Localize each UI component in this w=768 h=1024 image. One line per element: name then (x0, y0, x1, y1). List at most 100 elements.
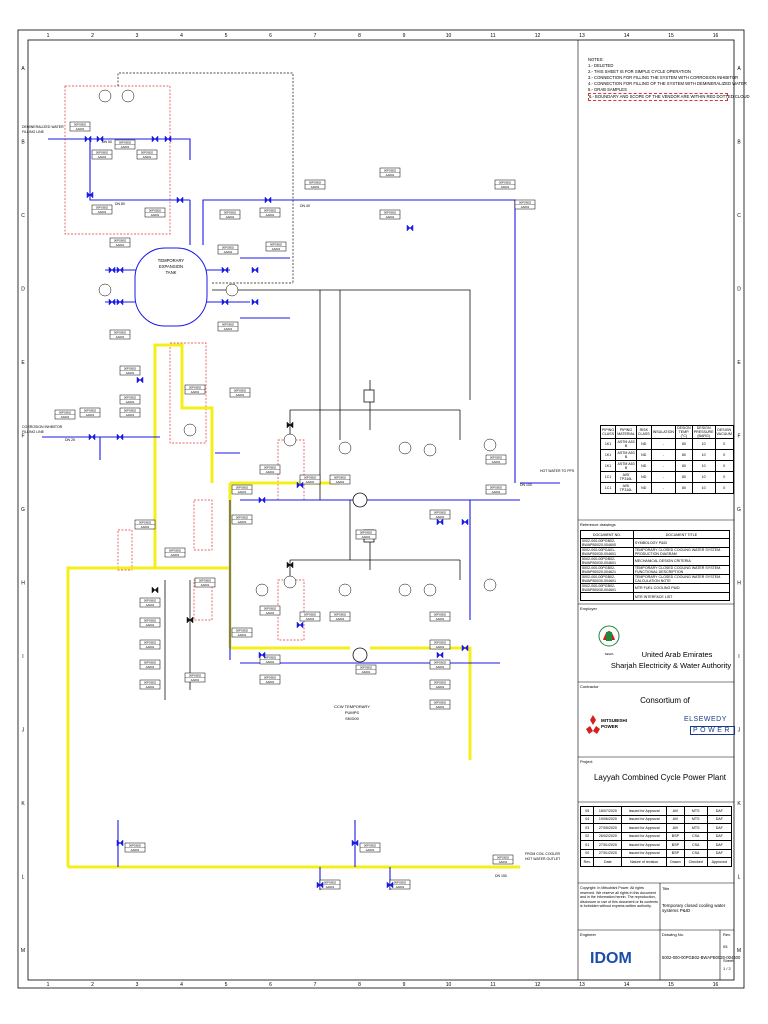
grid-col-bottom-12: 12 (535, 982, 541, 988)
piping-table-cell: 80 (674, 471, 693, 483)
inlet-label-2: FILLING LINE (22, 130, 45, 134)
instrument-tag-code: 00PGB02 (360, 666, 373, 670)
employer-label: Employer (580, 606, 597, 611)
reference-doc-title: TEMPORARY CLOSED COOLING WATER SYSTEM. P… (632, 547, 731, 557)
reference-doc-no: 5002-000-00PGB02-BWAPB0030-004601 (580, 574, 634, 584)
grid-column-labels: 1122334455667788991010111112121313141415… (47, 33, 719, 988)
grid-row-right-E: E (737, 360, 741, 366)
grid-col-bottom-13: 13 (579, 982, 585, 988)
vendor-cloud-top-left (64, 85, 171, 235)
grid-col-bottom-11: 11 (490, 982, 495, 988)
revision-cell: 01 (579, 840, 595, 850)
piping-class-table: PIPING CLASS PIPING MATERIAL RISK CLASS … (599, 425, 734, 494)
instrument-tag-sub: AA001 (362, 535, 371, 539)
pump-area-label-2: PUMPS (345, 710, 360, 715)
inhibitor-label-1: CORROSION INHIBITOR (22, 425, 63, 429)
revision-cell: DAF (706, 823, 733, 833)
instrument-tag-code: 00PGB02 (144, 641, 157, 645)
grid-col-top-3: 3 (136, 33, 139, 39)
return-label-2: HOT WATER OUTLET (525, 857, 561, 861)
th-design-vacuum: DESIGN VACUUM (714, 425, 734, 439)
rev-h-rev: Rev. (579, 857, 595, 867)
instrument-tag-sub: AA001 (146, 685, 155, 689)
valve-icon (351, 839, 359, 847)
instrument-tag-sub: AA001 (61, 415, 70, 419)
instrument-tag-sub: AA001 (98, 210, 107, 214)
grid-col-bottom-16: 16 (713, 982, 719, 988)
instrument-bubble (398, 583, 412, 597)
reference-doc-title: MTR INTERFACE LIST (632, 592, 731, 601)
ref-header-no: DOCUMENT NO. (580, 530, 634, 539)
th-design-temp: DESIGN TEMP. (°C) (674, 425, 693, 439)
valve-icon (84, 135, 92, 143)
mitsubishi-line1: MITSUBISHI (601, 718, 628, 723)
reference-row: MTR INTERFACE LIST (580, 592, 731, 601)
instrument-tag-code: 00PGB02 (490, 456, 503, 460)
instrument-tag-sub: AA001 (238, 490, 247, 494)
valve-icon (258, 496, 266, 504)
revision-cell: Issued for Approval (621, 814, 668, 824)
instrument-bubble (283, 575, 297, 589)
grid-row-left-J: J (22, 728, 25, 734)
line-size-dn150: DN 150 (495, 874, 507, 878)
instrument-tag-sub: AA001 (151, 213, 160, 217)
instrument-tag-code: 00PGB02 (334, 613, 347, 617)
instrument-tag-code: 00PGB02 (324, 881, 337, 885)
instrument-tag-code: 00PGB02 (144, 681, 157, 685)
instrument-tag-code: 00PGB02 (434, 641, 447, 645)
piping-table-cell: 1K1 (599, 460, 617, 472)
valve-icon (316, 881, 324, 889)
instrument-tag-code: 00PGB02 (129, 844, 142, 848)
grid-row-right-J: J (738, 728, 741, 734)
piping-table-cell: - (650, 471, 676, 483)
grid-col-bottom-6: 6 (269, 982, 272, 988)
grid-col-top-11: 11 (490, 33, 495, 39)
mitsubishi-logo (586, 715, 600, 734)
revision-cell: AVI (666, 823, 685, 833)
drawing-number: 5002-000-00PGB02-BWAPB0030-004600 (662, 955, 741, 960)
piping-table-cell: 0 (714, 482, 734, 494)
grid-row-right-A: A (737, 66, 741, 72)
note-line-2: 2.- THIS SHEET IS FOR SIMPLE CYCLE OPERA… (588, 69, 691, 74)
elsewedy-line2: POWER (690, 726, 735, 735)
piping-table-header: PIPING CLASS PIPING MATERIAL RISK CLASS … (599, 425, 734, 439)
instrument-tag-sub: AA001 (224, 250, 233, 254)
reference-doc-title: MTR FUEL COOLING P&ID (632, 583, 731, 593)
instrument-tag-sub: AA001 (116, 335, 125, 339)
instrument-tag-code: 00PGB02 (144, 619, 157, 623)
piping-table-cell: - (650, 438, 676, 450)
revision-cell: MTS (683, 806, 708, 816)
instrument-tag-code: 00PGB02 (264, 676, 277, 680)
valve-icon (108, 298, 116, 306)
instrument-tag-sub: AA001 (238, 633, 247, 637)
grid-col-bottom-5: 5 (225, 982, 228, 988)
yellow-process-lines (66, 343, 520, 869)
th-risk-class: RISK CLASS (635, 425, 652, 439)
vendor-cloud-pump2 (277, 579, 305, 641)
instrument-tag-sub: AA001 (143, 155, 152, 159)
piping-table-cell: 1C1 (599, 471, 617, 483)
instrument-tag-sub: AA001 (499, 860, 508, 864)
instrument-tag-code: 00PGB02 (84, 409, 97, 413)
grid-row-right-C: C (737, 213, 741, 219)
vendor-cloud-mid-left (169, 342, 207, 444)
instrument-bubble (423, 583, 437, 597)
